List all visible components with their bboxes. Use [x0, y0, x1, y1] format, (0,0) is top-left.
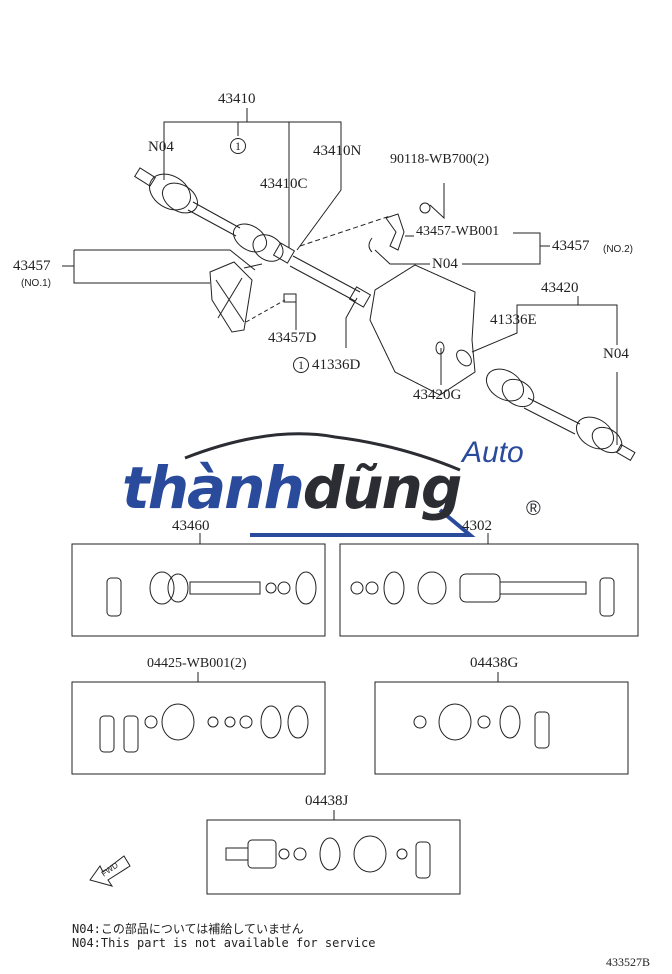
logo-auto: Auto — [462, 436, 524, 469]
ref-circle-1b: 1 — [293, 357, 309, 373]
label-41336E: 41336E — [490, 312, 537, 328]
transmission-outline — [369, 264, 476, 396]
label-4302x: 4302 — [462, 518, 492, 534]
label-43460: 43460 — [172, 518, 210, 534]
label-90118: 90118-WB700(2) — [390, 152, 490, 167]
logo-text-dung: dũng — [302, 454, 463, 522]
logo-underline — [250, 508, 476, 537]
label-n04-c: N04 — [603, 346, 629, 362]
leader-lines — [62, 108, 618, 445]
label-04438J: 04438J — [305, 793, 349, 809]
ref-circle-1: 1 — [230, 138, 246, 154]
label-43457D: 43457D — [268, 330, 317, 346]
registered-mark: ® — [526, 498, 541, 520]
label-43420G: 43420G — [413, 387, 462, 403]
kit-parts — [99, 571, 615, 879]
left-drive-shaft — [134, 167, 372, 308]
label-43457-no2: 43457 — [552, 238, 590, 254]
center-bearing-bracket — [209, 215, 391, 333]
label-41336D: 41336D — [312, 357, 361, 373]
logo-swoosh — [184, 432, 461, 472]
label-n04-b: N04 — [432, 256, 458, 272]
watermark-logo: Auto thànhdũng ® — [122, 432, 552, 542]
figure-id: 433527B — [606, 955, 651, 969]
logo-text-thanh: thành — [122, 454, 305, 522]
note-english: N04:This part is not available for servi… — [72, 936, 376, 950]
label-04438G: 04438G — [470, 655, 519, 671]
right-drive-shaft — [456, 349, 636, 462]
note-japanese: N04:この部品については補給していません — [72, 922, 304, 936]
label-43410N: 43410N — [313, 143, 362, 159]
label-no2: (NO.2) — [603, 244, 633, 255]
label-no1: (NO.1) — [21, 278, 51, 289]
label-43457-wb001: 43457-WB001 — [416, 224, 500, 239]
label-43410C: 43410C — [260, 176, 308, 192]
label-43410: 43410 — [218, 91, 256, 107]
label-43420: 43420 — [541, 280, 579, 296]
bracket-clamp — [368, 202, 431, 253]
label-04425: 04425-WB001(2) — [147, 656, 247, 671]
fwd-arrow-icon — [89, 855, 131, 887]
kit-boxes — [71, 533, 639, 895]
label-n04: N04 — [148, 139, 174, 155]
label-43457-no1: 43457 — [13, 258, 51, 274]
